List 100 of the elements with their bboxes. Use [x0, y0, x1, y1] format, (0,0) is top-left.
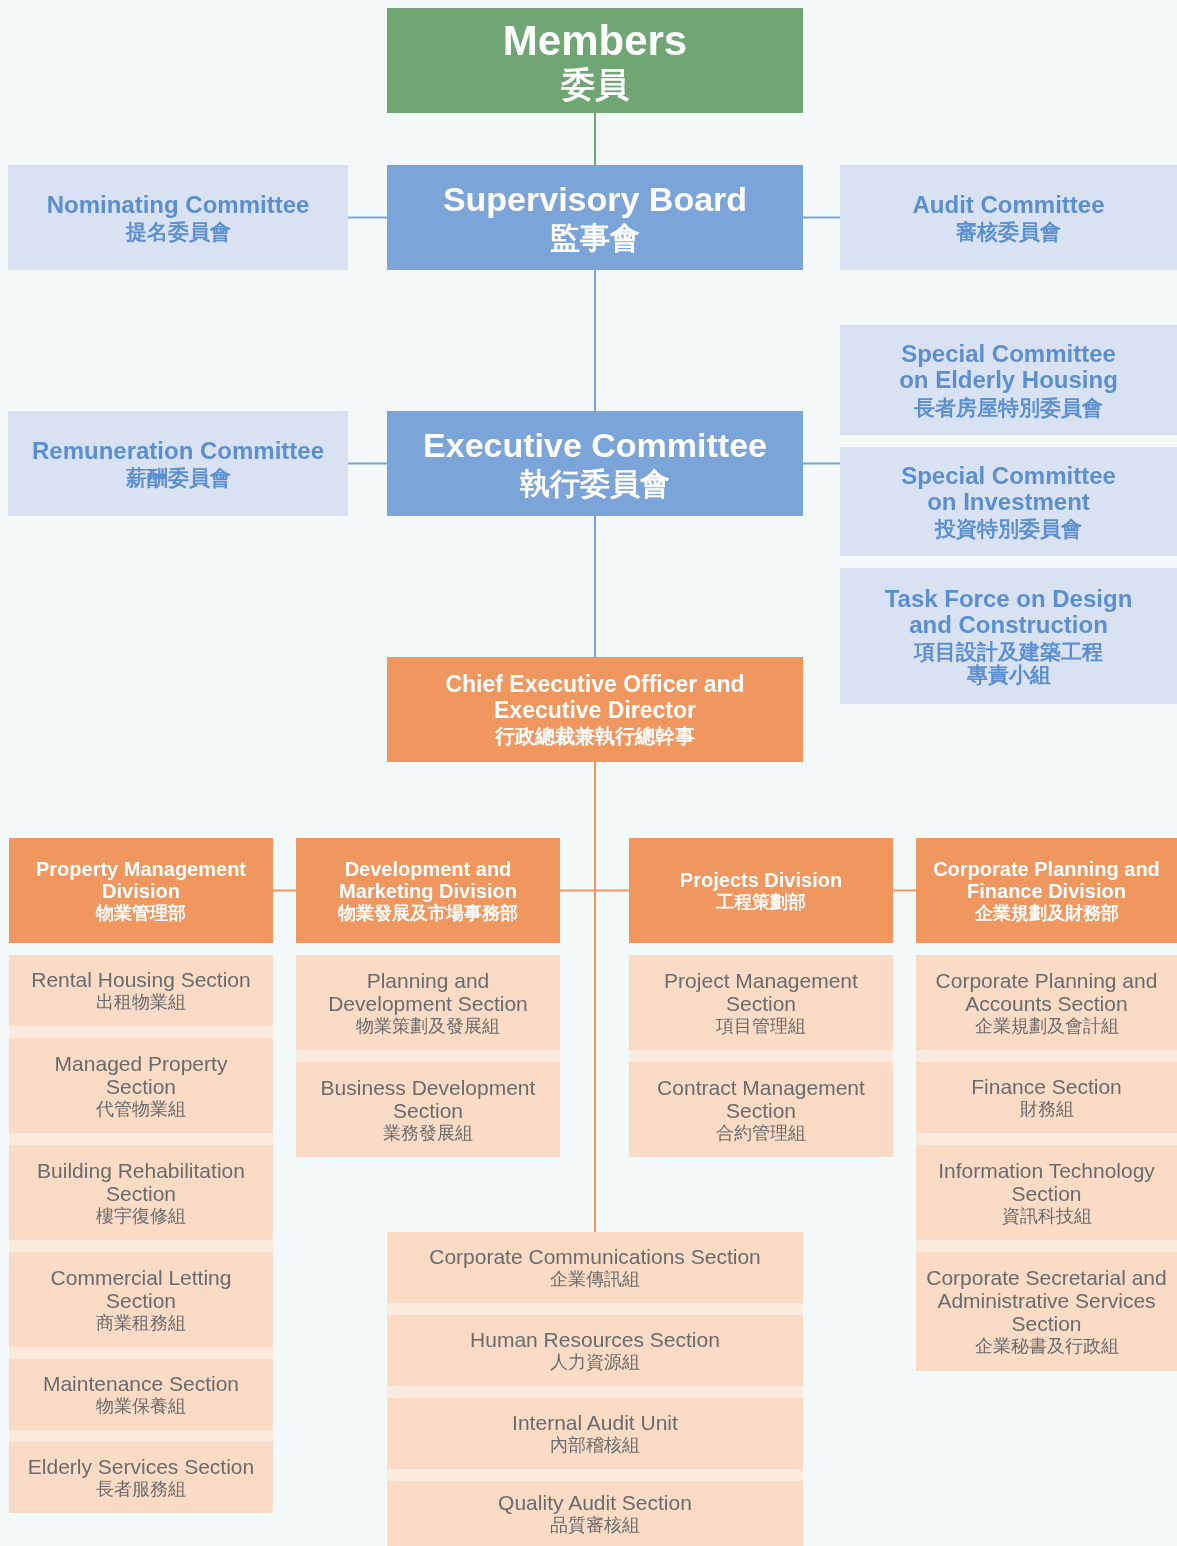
committee-box [840, 325, 1177, 435]
box-title: Building Rehabilitation Section [36, 1158, 246, 1205]
committee-box [840, 165, 1177, 270]
box-title: Task Force on Design and Construction [883, 585, 1134, 639]
section-box [387, 1232, 803, 1303]
chinese-title: 企業規劃及財務部 [974, 903, 1119, 924]
section-box [916, 955, 1177, 1050]
box-title: Corporate Planning and Finance Division [932, 857, 1161, 902]
box-title: Corporate Secretarial and Administrative Services Section [926, 1265, 1167, 1336]
connector-line [892, 889, 917, 892]
section-box [387, 1315, 803, 1386]
chinese-title: 資訊科技組 [1001, 1206, 1092, 1227]
box-title: Maintenance Section [42, 1372, 240, 1396]
box-title: Executive Committee [423, 427, 767, 465]
section-box [9, 955, 273, 1026]
section-box [296, 1062, 560, 1157]
connector-line [347, 216, 388, 219]
section-box [9, 1442, 273, 1513]
committee-box [8, 411, 348, 516]
box-title: Commercial Letting Section [49, 1265, 233, 1312]
chinese-title: 委員 [561, 65, 629, 104]
connector-line [594, 515, 596, 658]
box-title: Special Committee on Elderly Housing [898, 341, 1119, 394]
box-title: Remuneration Committee [31, 437, 324, 465]
division-box [9, 838, 273, 943]
division-box [296, 838, 560, 943]
box-title: Rental Housing Section [31, 968, 251, 992]
chinese-title: 企業傳訊組 [550, 1270, 640, 1290]
chinese-title: 物業管理部 [96, 903, 186, 924]
connector-line [347, 462, 388, 465]
chinese-title: 項目設計及建築工程專責小組 [912, 640, 1104, 687]
section-box [629, 1062, 893, 1157]
box-title: Projects Division [679, 868, 843, 891]
chinese-title: 物業發展及市場事務部 [338, 903, 518, 924]
committee-box [8, 165, 348, 270]
box-title: Finance Section [971, 1075, 1122, 1099]
box-title: Quality Audit Section [498, 1491, 692, 1515]
chinese-title: 薪酬委員會 [125, 466, 231, 490]
chinese-title: 物業策劃及發展組 [356, 1016, 500, 1037]
chinese-title: 長者房屋特別委員會 [914, 395, 1103, 419]
chinese-title: 合約管理組 [716, 1123, 806, 1144]
chinese-title: 樓宇復修組 [96, 1206, 186, 1227]
chinese-title: 內部稽核組 [550, 1436, 640, 1456]
chinese-title: 出租物業組 [96, 993, 186, 1013]
box-title: Elderly Services Section [27, 1455, 255, 1479]
box-title: Property Management Division [34, 857, 248, 902]
box-title: Internal Audit Unit [512, 1411, 678, 1435]
section-box [9, 1359, 273, 1430]
connector-line [802, 216, 841, 219]
box-title: Audit Committee [912, 191, 1105, 219]
chinese-title: 長者服務組 [96, 1480, 186, 1500]
members-box [387, 8, 803, 113]
connector-line [272, 889, 297, 892]
section-box [916, 1252, 1177, 1371]
box-title: Development and Marketing Division [338, 857, 518, 902]
box-title: Planning and Development Section [327, 968, 529, 1015]
box-title: Special Committee on Investment [900, 462, 1117, 516]
officer-box [387, 657, 803, 762]
section-box [387, 1481, 803, 1546]
box-title: Corporate Planning and Accounts Section [934, 968, 1159, 1015]
chinese-title: 提名委員會 [125, 220, 231, 244]
box-title: Contract Management Section [656, 1075, 866, 1122]
chinese-title: 財務組 [1019, 1100, 1074, 1120]
section-box [296, 955, 560, 1050]
division-box [629, 838, 893, 943]
box-title: Information Technology Section [937, 1158, 1156, 1205]
box-title: Nominating Committee [46, 191, 310, 219]
board-box [387, 165, 803, 270]
section-box [9, 1252, 273, 1347]
division-box [916, 838, 1177, 943]
committee-box [840, 568, 1177, 704]
chinese-title: 審核委員會 [956, 220, 1061, 244]
committee-box [840, 447, 1177, 556]
chinese-title: 企業規劃及會計組 [974, 1016, 1119, 1037]
box-title: Supervisory Board [442, 181, 748, 219]
board-box [387, 411, 803, 516]
chinese-title: 業務發展組 [383, 1123, 473, 1144]
section-box [9, 1145, 273, 1240]
chinese-title: 項目管理組 [716, 1016, 806, 1037]
box-title: Business Development Section [319, 1075, 537, 1122]
box-title: Project Management Section [663, 968, 859, 1015]
chinese-title: 監事會 [550, 220, 640, 254]
section-box [387, 1398, 803, 1469]
chinese-title: 投資特別委員會 [935, 517, 1082, 541]
box-title: Corporate Communications Section [429, 1245, 761, 1269]
chinese-title: 執行委員會 [520, 466, 670, 500]
chinese-title: 品質審核組 [550, 1516, 640, 1536]
connector-line [802, 462, 841, 465]
connector-line [594, 269, 596, 412]
chinese-title: 工程策劃部 [716, 892, 806, 913]
section-box [9, 1038, 273, 1133]
chinese-title: 人力資源組 [550, 1353, 640, 1373]
box-title: Members [502, 17, 688, 64]
section-box [916, 1145, 1177, 1240]
chinese-title: 代管物業組 [96, 1099, 186, 1120]
box-title: Managed Property Section [53, 1051, 229, 1098]
chinese-title: 商業租務組 [96, 1313, 186, 1334]
section-box [916, 1062, 1177, 1133]
section-box [629, 955, 893, 1050]
chinese-title: 企業秘書及行政組 [974, 1337, 1119, 1358]
